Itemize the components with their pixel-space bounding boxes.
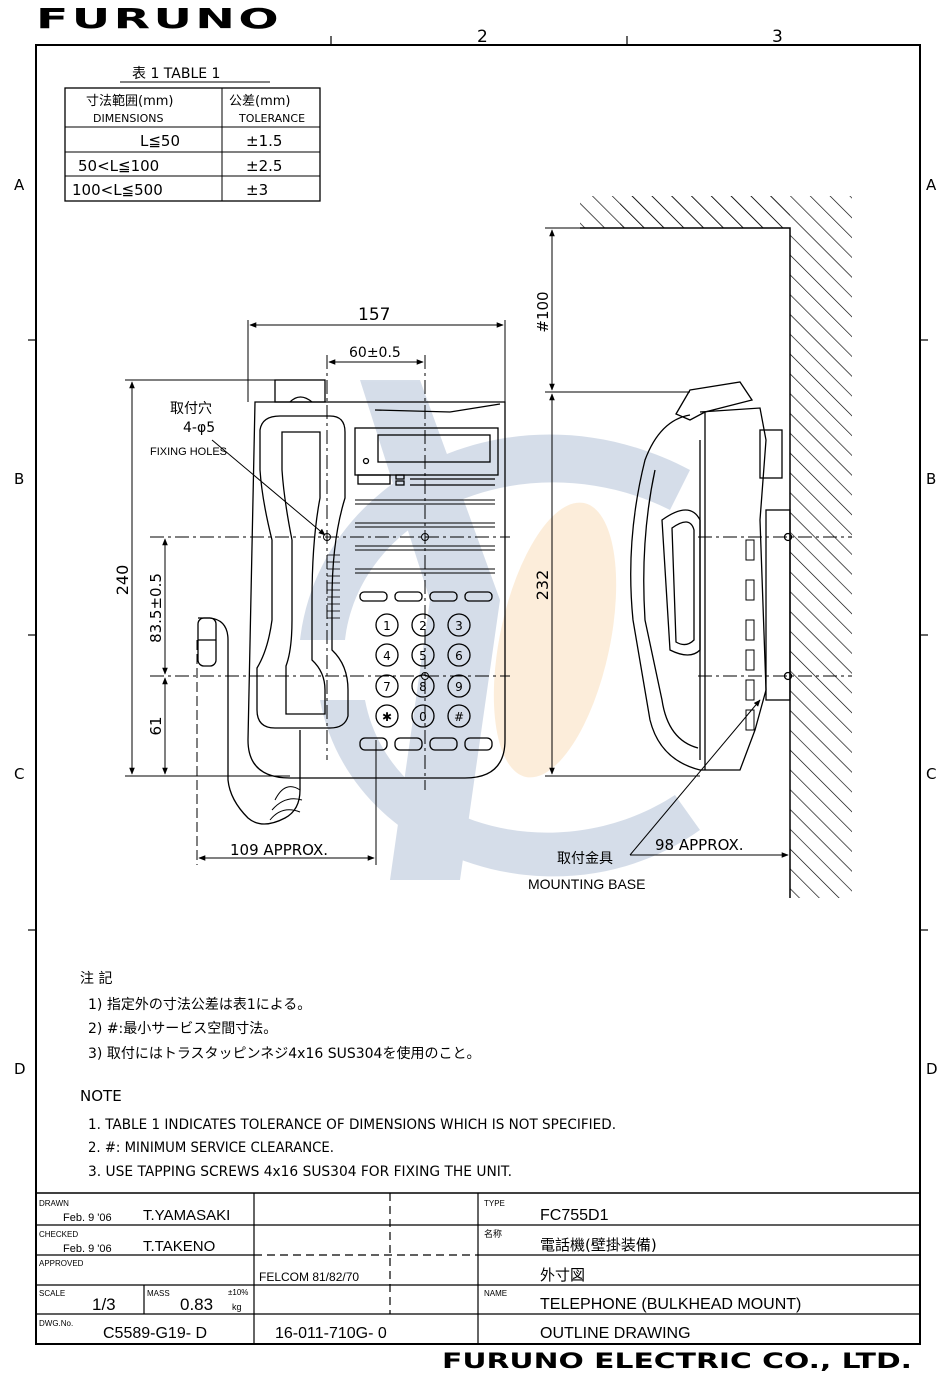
notes-jp-item: 3) 取付にはトラスタッピンネジ4x16 SUS304を使用のこと。: [88, 1045, 480, 1062]
title-block-text: DRAWN Feb. 9 '06 T.YAMASAKI CHECKED Feb.…: [39, 1199, 801, 1342]
type-label: TYPE: [484, 1199, 505, 1208]
name-en-2: OUTLINE DRAWING: [540, 1325, 691, 1342]
dim-hole-spacing: 60±0.5: [349, 345, 401, 361]
svg-text:C: C: [926, 765, 936, 783]
name-en: TELEPHONE (BULKHEAD MOUNT): [540, 1296, 801, 1313]
notes-jp-item: 2) #:最小サービス空間寸法。: [88, 1021, 277, 1037]
table-row-tol: ±3: [246, 181, 268, 199]
notes-en: NOTE 1. TABLE 1 INDICATES TOLERANCE OF D…: [80, 1087, 616, 1180]
table-row-range: L≦50: [140, 132, 180, 150]
svg-text:A: A: [926, 176, 937, 194]
mass-unit: kg: [232, 1302, 242, 1312]
fixing-holes: [150, 355, 510, 865]
notes-jp-item: 1) 指定外の寸法公差は表1による。: [88, 997, 311, 1013]
table-header-dim-en: DIMENSIONS: [93, 112, 163, 125]
table-title: 表 1 TABLE 1: [132, 66, 220, 82]
company-name: FURUNO ELECTRIC CO., LTD.: [442, 1349, 912, 1373]
dim-height-232: 232: [533, 570, 552, 601]
dim-lower-61: 61: [147, 716, 165, 735]
front-dimensions: [125, 320, 506, 861]
svg-text:C: C: [14, 765, 24, 783]
fixing-holes-count: 4-φ5: [183, 420, 215, 436]
approved-label: APPROVED: [39, 1259, 84, 1268]
table-row-tol: ±1.5: [246, 132, 282, 150]
mass-tolerance: ±10%: [228, 1288, 248, 1297]
key-star: ✱: [382, 710, 392, 724]
title-block: [36, 1192, 920, 1344]
name-jp: 電話機(壁掛装備): [540, 1236, 657, 1254]
mounting-base-en: MOUNTING BASE: [528, 876, 645, 892]
table-row-range: 100<L≦500: [72, 181, 163, 199]
dim-hole-height: 83.5±0.5: [147, 573, 165, 643]
notes-jp-title: 注 記: [80, 970, 112, 987]
svg-text:A: A: [14, 176, 25, 194]
furuno-logo: FURUNO: [36, 2, 282, 35]
key-2: 2: [419, 619, 427, 633]
name-jp-label: 名称: [484, 1228, 502, 1240]
key-1: 1: [383, 619, 391, 633]
front-view: [197, 379, 506, 825]
table-header-tol-jp: 公差(mm): [229, 94, 290, 109]
mass-label: MASS: [147, 1289, 170, 1298]
svg-text:B: B: [926, 470, 936, 488]
key-7: 7: [383, 680, 391, 694]
checked-date: Feb. 9 '06: [63, 1243, 112, 1255]
side-phone: [630, 381, 852, 771]
tolerance-table: 表 1 TABLE 1 寸法範囲(mm) DIMENSIONS 公差(mm) T…: [64, 66, 321, 202]
key-5: 5: [419, 649, 427, 663]
checked-label: CHECKED: [39, 1230, 78, 1239]
side-view: [580, 196, 852, 898]
column-marker-2: 2: [477, 27, 488, 47]
key-4: 4: [383, 649, 391, 663]
mass-value: 0.83: [180, 1295, 213, 1314]
dim-height-240: 240: [113, 565, 132, 596]
drawn-by: T.YAMASAKI: [143, 1207, 230, 1224]
drawn-date: Feb. 9 '06: [63, 1212, 112, 1224]
mounting-base-jp: 取付金具: [557, 851, 613, 867]
key-0: 0: [419, 710, 427, 724]
watermark-logo: [300, 380, 700, 880]
key-9: 9: [455, 680, 463, 694]
key-6: 6: [455, 649, 463, 663]
dim-depth-98: 98 APPROX.: [655, 836, 744, 854]
svg-text:D: D: [926, 1060, 938, 1078]
dwg-number: C5589-G19- D: [103, 1325, 207, 1342]
table-row-range: 50<L≦100: [78, 157, 159, 175]
notes-en-title: NOTE: [80, 1087, 122, 1105]
dim-width-157: 157: [358, 305, 390, 325]
name-label: NAME: [484, 1289, 507, 1298]
table-row-tol: ±2.5: [246, 157, 282, 175]
table-header-dim-jp: 寸法範囲(mm): [86, 94, 173, 109]
notes-en-item: 2. #: MINIMUM SERVICE CLEARANCE.: [88, 1140, 334, 1156]
dwg-label: DWG.No.: [39, 1319, 73, 1328]
column-marker-3: 3: [772, 27, 783, 47]
key-hash: #: [454, 710, 464, 724]
dim-clearance-100: #100: [534, 291, 552, 332]
project-name: FELCOM 81/82/70: [259, 1270, 359, 1284]
key-3: 3: [455, 619, 463, 633]
svg-text:D: D: [14, 1060, 26, 1078]
notes-en-item: 1. TABLE 1 INDICATES TOLERANCE OF DIMENS…: [88, 1117, 616, 1133]
drawn-label: DRAWN: [39, 1199, 69, 1208]
scale-value: 1/3: [92, 1295, 116, 1314]
svg-text:B: B: [14, 470, 24, 488]
fixing-holes-en: FIXING HOLES: [150, 446, 227, 458]
side-dimensions: [545, 227, 789, 858]
type-value: FC755D1: [540, 1207, 609, 1224]
name-jp-2: 外寸図: [540, 1266, 585, 1284]
dim-cord-109: 109 APPROX.: [230, 841, 328, 859]
fixing-holes-jp: 取付穴: [170, 401, 212, 417]
ref-number: 16-011-710G- 0: [275, 1325, 387, 1342]
key-8: 8: [419, 680, 427, 694]
checked-by: T.TAKENO: [143, 1238, 215, 1255]
scale-label: SCALE: [39, 1289, 65, 1298]
row-markers: A A B B C C D D: [14, 176, 938, 1078]
table-header-tol-en: TOLERANCE: [238, 112, 305, 125]
notes-jp: 注 記 1) 指定外の寸法公差は表1による。 2) #:最小サービス空間寸法。 …: [80, 970, 480, 1062]
notes-en-item: 3. USE TAPPING SCREWS 4x16 SUS304 FOR FI…: [88, 1164, 512, 1180]
keypad: 1 2 3 4 5 6 7 8 9 ✱ 0 #: [382, 619, 464, 724]
